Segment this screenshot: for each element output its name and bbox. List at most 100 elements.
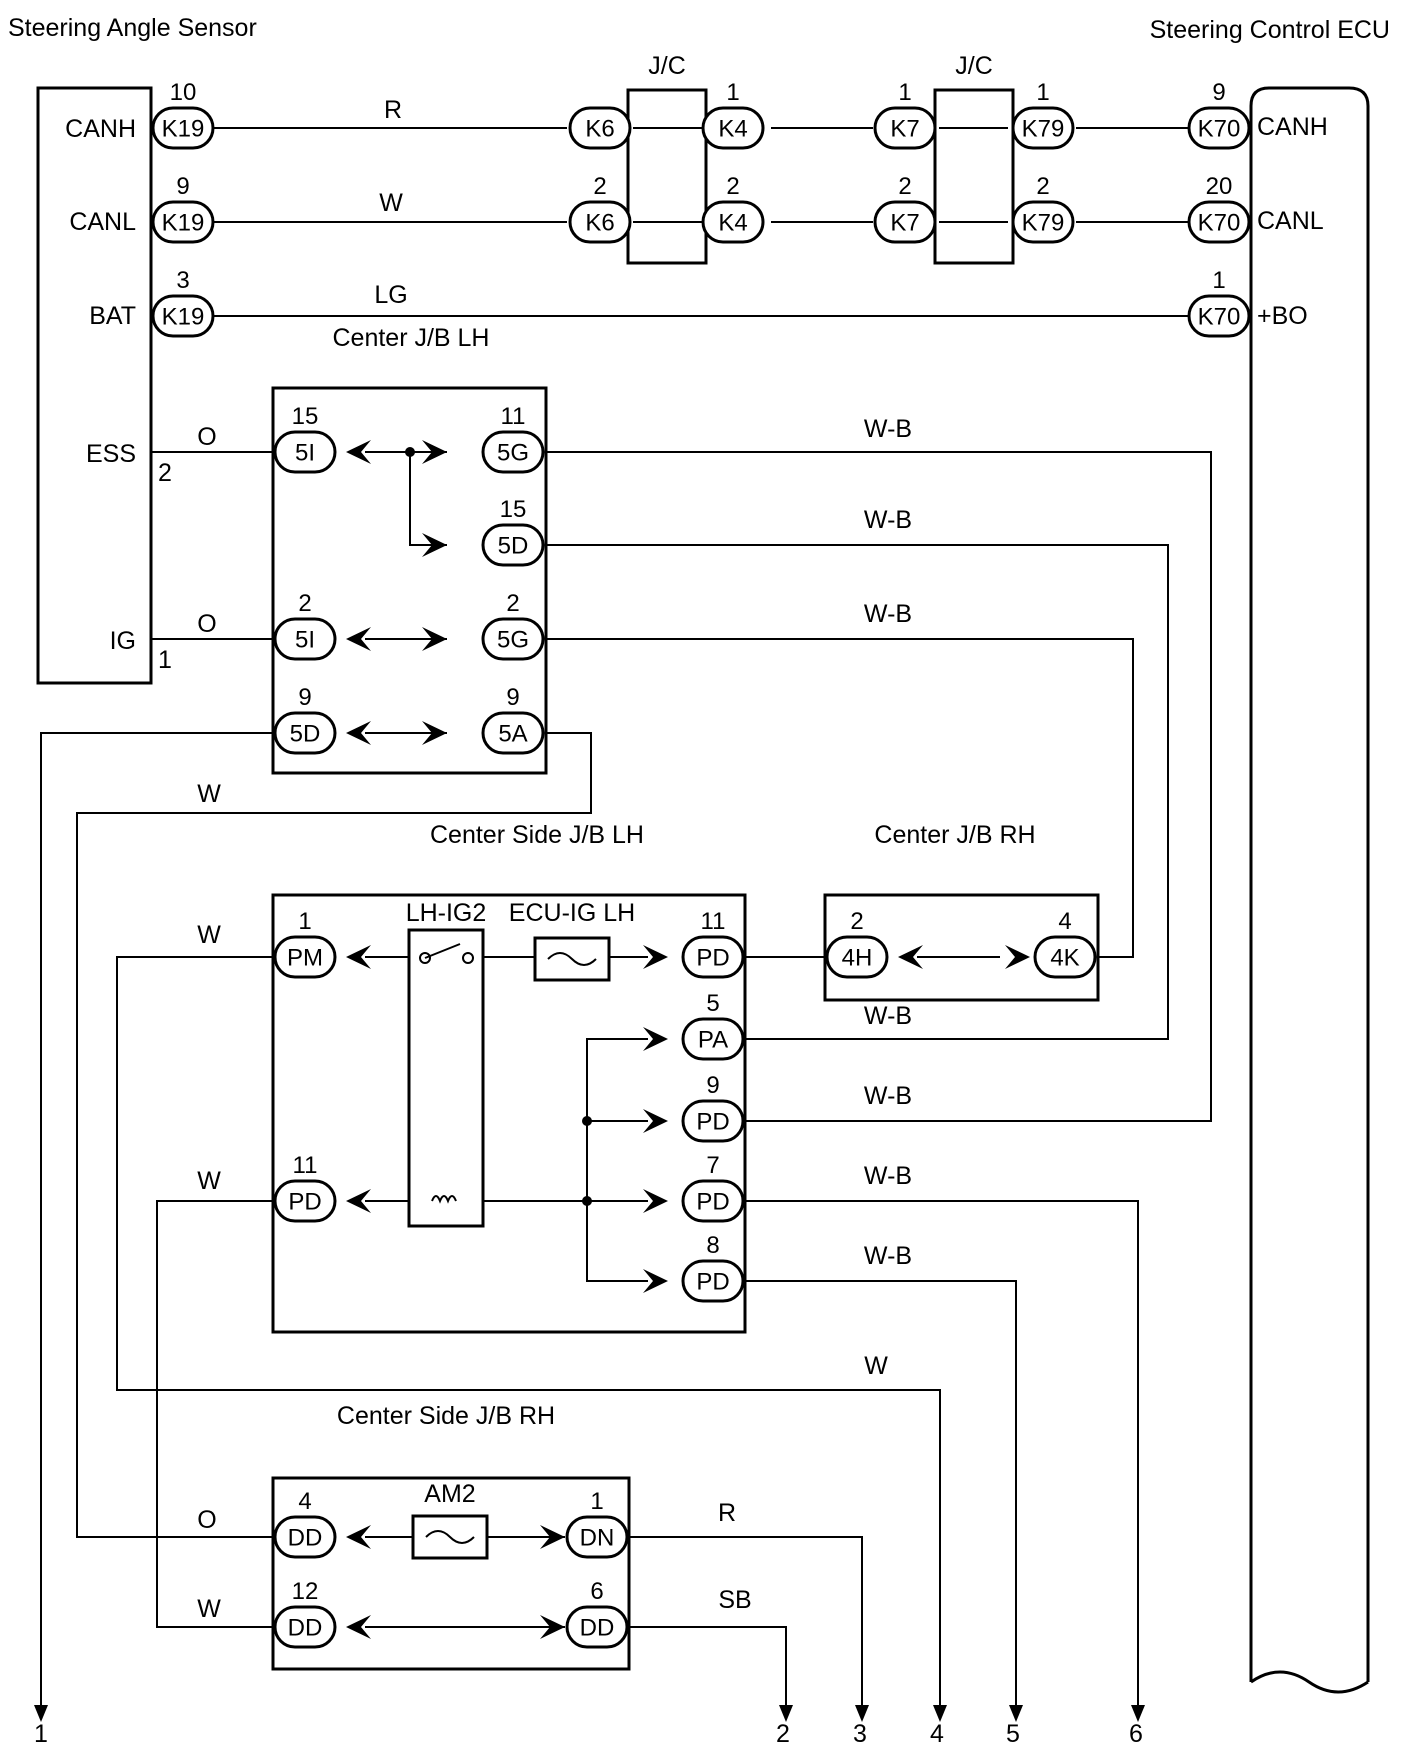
connector-name: PD bbox=[696, 1189, 729, 1216]
connector-name: DD bbox=[288, 1615, 323, 1642]
center-side-jb-rh-label: Center Side J/B RH bbox=[337, 1402, 555, 1430]
terminal-chevrons bbox=[346, 440, 1030, 1639]
connector-name: K70 bbox=[1198, 304, 1241, 331]
wire-color-pd9: W-B bbox=[864, 1082, 912, 1110]
connector-dd: DD 4 bbox=[273, 1488, 337, 1559]
connector-name: K4 bbox=[718, 210, 747, 237]
sensor-canh-label: CANH bbox=[65, 115, 136, 143]
connector-5g: 5G2 bbox=[481, 590, 545, 661]
wire-color-dn1: R bbox=[718, 1499, 736, 1527]
connector-pin-number: 10 bbox=[170, 79, 197, 106]
connector-pin-number: 9 bbox=[706, 1072, 719, 1099]
output-3: 3 bbox=[853, 1720, 867, 1746]
connector-name: 5A bbox=[498, 721, 527, 748]
connector-name: K19 bbox=[162, 304, 205, 331]
am2-fuse bbox=[411, 1514, 489, 1560]
steering-angle-sensor-box bbox=[36, 86, 153, 685]
connector-k7: K71 bbox=[873, 79, 937, 150]
wire-color-w-pm: W bbox=[197, 921, 221, 949]
connector-k4: K41 bbox=[701, 79, 765, 150]
ecu-title: Steering Control ECU bbox=[1150, 16, 1390, 44]
junction-dots bbox=[405, 447, 592, 1206]
wire-color-dd4: O bbox=[197, 1506, 216, 1534]
connector-4h: 4H2 bbox=[825, 908, 889, 979]
connector-dd: DD 12 bbox=[273, 1578, 337, 1649]
am2-fuse-label: AM2 bbox=[424, 1480, 475, 1508]
connector-pin-number: 9 bbox=[1212, 79, 1225, 106]
connector-name: K79 bbox=[1022, 210, 1065, 237]
ecu-canl-label: CANL bbox=[1257, 207, 1324, 235]
connector-name: 5D bbox=[498, 533, 529, 560]
connector-5i: 5I2 bbox=[273, 590, 337, 661]
connector-name: PD bbox=[696, 1269, 729, 1296]
connector-name: PA bbox=[698, 1027, 728, 1054]
connector-pin-number: 12 bbox=[292, 1578, 319, 1605]
connector-pin-number: 2 bbox=[1036, 173, 1049, 200]
connector-name: K7 bbox=[890, 116, 919, 143]
center-jb-lh-label: Center J/B LH bbox=[332, 324, 489, 352]
connector-name: K6 bbox=[585, 116, 614, 143]
ecu-ig-lh-fuse bbox=[533, 936, 611, 982]
sensor-title: Steering Angle Sensor bbox=[8, 14, 257, 42]
connector-pin-number: 11 bbox=[701, 908, 726, 935]
connector-name: 5D bbox=[290, 721, 321, 748]
relay-coil bbox=[431, 1195, 457, 1204]
connector-pin-number: 2 bbox=[898, 173, 911, 200]
ecu-canh-label: CANH bbox=[1257, 113, 1328, 141]
connector-pin-number: 11 bbox=[501, 403, 526, 430]
connector-k6: K62 bbox=[568, 173, 632, 244]
connector-pin-number: 15 bbox=[292, 403, 319, 430]
connector-name: DD bbox=[288, 1525, 323, 1552]
steering-control-ecu-body bbox=[1249, 86, 1370, 1694]
sensor-ess-label: ESS bbox=[86, 440, 136, 468]
center-side-jb-rh-box bbox=[271, 1476, 631, 1671]
connector-name: 5G bbox=[497, 627, 529, 654]
connector-pin-number: 1 bbox=[726, 79, 739, 106]
connector-name: K7 bbox=[890, 210, 919, 237]
connector-name: PD bbox=[288, 1189, 321, 1216]
connector-pin-number: 8 bbox=[706, 1232, 719, 1259]
connector-pin-number: 11 bbox=[293, 1152, 318, 1179]
connector-pin-number: 6 bbox=[590, 1578, 603, 1605]
connector-name: K79 bbox=[1022, 116, 1065, 143]
sensor-canl-label: CANL bbox=[69, 208, 136, 236]
wire-color-out-5g-ess: W-B bbox=[864, 415, 912, 443]
center-jb-rh-box bbox=[823, 893, 1100, 1002]
relay-label: LH-IG2 bbox=[406, 899, 487, 927]
connector-4k: 4K4 bbox=[1033, 908, 1097, 979]
connector-5a: 5A9 bbox=[481, 684, 545, 755]
wire-color-ig: O bbox=[197, 610, 216, 638]
connector-name: DN bbox=[580, 1525, 615, 1552]
connector-pin-number: 4 bbox=[298, 1488, 311, 1515]
connector-name: K19 bbox=[162, 116, 205, 143]
output-4: 4 bbox=[930, 1720, 944, 1746]
connector-name: 5G bbox=[497, 440, 529, 467]
connector-dn: DN1 bbox=[565, 1488, 629, 1559]
wire-color-pa: W-B bbox=[864, 1002, 912, 1030]
jc-label-2: J/C bbox=[955, 52, 993, 80]
connector-name: 4K bbox=[1050, 945, 1079, 972]
connector-name: PD bbox=[696, 1109, 729, 1136]
connector-name: PM bbox=[287, 945, 323, 972]
connector-pin-number: 9 bbox=[298, 684, 311, 711]
connector-name: 5I bbox=[295, 627, 315, 654]
wire-color-pd8: W-B bbox=[864, 1242, 912, 1270]
labels: Steering Angle Sensor Steering Control E… bbox=[8, 14, 1390, 1746]
center-jb-lh-box bbox=[271, 386, 548, 775]
sensor-ess-pin: 2 bbox=[158, 459, 172, 487]
wire-color-dd6: SB bbox=[718, 1586, 751, 1614]
wire-color-w-pd11: W bbox=[197, 1167, 221, 1195]
connector-pin-number: 7 bbox=[706, 1152, 719, 1179]
wires bbox=[40, 127, 1212, 1705]
connector-pm: PM1 bbox=[273, 908, 337, 979]
connector-name: K4 bbox=[718, 116, 747, 143]
